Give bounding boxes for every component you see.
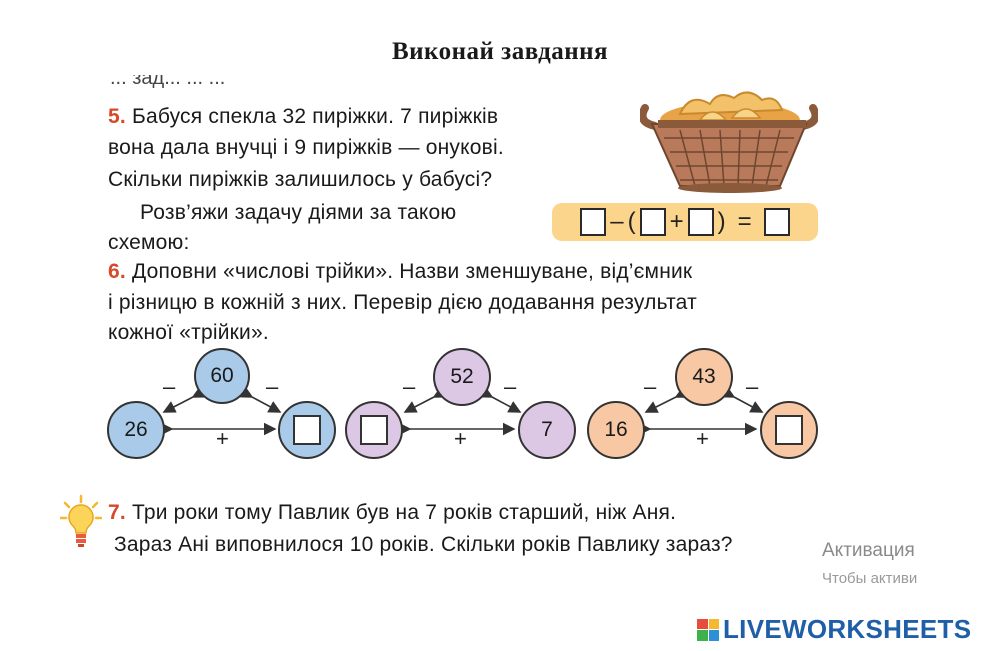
scheme-box-1[interactable]: [580, 208, 607, 236]
triple3-left-circle: 16: [587, 401, 645, 459]
triple2-minus-right: –: [504, 374, 517, 399]
triple2-answer-box[interactable]: [360, 415, 388, 445]
lightbulb-icon: [60, 494, 102, 547]
liveworksheets-logo-icon: [697, 618, 719, 641]
triple2-minus-left: –: [403, 374, 416, 399]
scheme-box-3[interactable]: [687, 208, 714, 236]
task6-line3: кожної «трійки».: [108, 321, 269, 344]
triple2-left-circle[interactable]: [345, 401, 403, 459]
triple2-top-circle: 52: [433, 348, 491, 406]
task5-line2: вона дала внучці і 9 пиріжків — онукові.: [108, 136, 504, 159]
page-title: Виконай завдання: [391, 38, 609, 65]
windows-activation-watermark: Активация Windows: [822, 540, 917, 561]
triple1-answer-box[interactable]: [293, 415, 321, 445]
triple1-plus: +: [216, 426, 229, 451]
task7-line1: 7. Три роки тому Павлик був на 7 років с…: [108, 498, 676, 528]
scheme-box-2[interactable]: [639, 208, 666, 236]
equation-scheme: – ( + ) =: [552, 203, 818, 241]
triple1-minus-left: –: [163, 374, 176, 399]
task5-line1: 5. Бабуся спекла 32 пиріжки. 7 пиріжків: [108, 102, 498, 132]
triple3-top-circle: 43: [675, 348, 733, 406]
task5-number: 5.: [108, 105, 126, 128]
triple3-right-circle[interactable]: [760, 401, 818, 459]
task6-number: 6.: [108, 260, 126, 283]
cut-text-line: ... зад... ... ...: [110, 75, 226, 89]
triple1-left-circle: 26: [107, 401, 165, 459]
task5-line5: схемою:: [108, 231, 190, 254]
windows-activation-subtext: Чтобы активировать Windows: [822, 570, 917, 587]
task5-line3: Скільки пиріжків залишилось у бабусі?: [108, 168, 493, 191]
scheme-equals: =: [737, 208, 752, 235]
scheme-close-paren: ): [717, 208, 726, 235]
liveworksheets-logo-text: LIVEWORKSHEETS: [723, 614, 972, 644]
triple1-right-circle[interactable]: [278, 401, 336, 459]
triple2-right-circle: 7: [518, 401, 576, 459]
triple3-answer-box[interactable]: [775, 415, 803, 445]
task7-line2: Зараз Ані виповнилося 10 років. Скільки …: [114, 533, 733, 556]
task7-number: 7.: [108, 501, 126, 524]
triple3-minus-left: –: [644, 374, 657, 399]
scheme-plus: +: [669, 208, 684, 235]
triple1-top-circle: 60: [194, 348, 250, 404]
task6-text1: Доповни «числові трійки». Назви зменшува…: [131, 260, 693, 283]
task7-text1: Три роки тому Павлик був на 7 років стар…: [131, 501, 677, 524]
task6-line2: і різницю в кожній з них. Перевір дією д…: [108, 291, 697, 314]
triple3-minus-right: –: [746, 374, 759, 399]
liveworksheets-logo: LIVEWORKSHEETS: [697, 614, 971, 645]
task5-text1: Бабуся спекла 32 пиріжки. 7 пиріжків: [131, 105, 499, 128]
task5-line4: Розв’яжи задачу діями за такою: [140, 201, 457, 224]
triple2-plus: +: [454, 426, 467, 451]
basket-of-pies-image: [640, 91, 818, 193]
scheme-open-paren: (: [627, 208, 636, 235]
scheme-minus: –: [610, 208, 624, 235]
triple3-plus: +: [696, 426, 709, 451]
triple1-minus-right: –: [266, 374, 279, 399]
task6-line1: 6. Доповни «числові трійки». Назви зменш…: [108, 257, 692, 287]
scheme-box-4[interactable]: [763, 208, 790, 236]
